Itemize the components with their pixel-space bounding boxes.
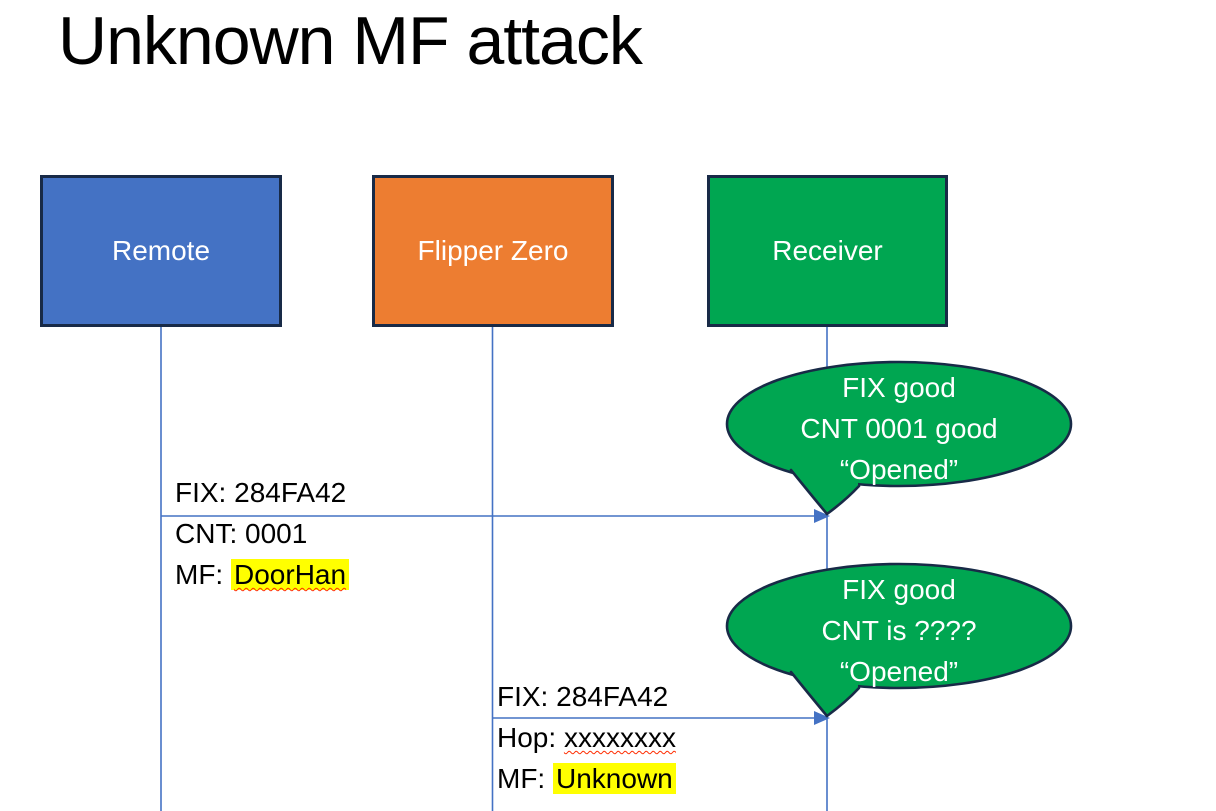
actor-box-flipper-zero: Flipper Zero <box>372 175 614 327</box>
message-text-prefix: MF: <box>497 763 553 794</box>
message-arrow-remote-to-receiver <box>161 509 830 523</box>
squiggle-underlined-term: xxxxxxxx <box>563 722 676 753</box>
callout-line: “Opened” <box>839 656 959 687</box>
callout-tail-edge <box>789 670 829 718</box>
message-line-mf: MF: DoorHan <box>175 554 350 595</box>
arrowhead-icon <box>814 711 830 725</box>
slide-title: Unknown MF attack <box>58 3 643 79</box>
arrowhead-icon <box>814 509 830 523</box>
callout-bubble-receiver-1 <box>725 360 1073 516</box>
message-text: FIX: 284FA42 <box>497 681 669 712</box>
actor-label: Receiver <box>772 235 883 266</box>
highlighted-term: Unknown <box>553 763 676 794</box>
callout-tail <box>792 658 858 716</box>
message-arrow-flipper-to-receiver <box>493 711 830 725</box>
callout-ellipse <box>725 360 1073 488</box>
actor-box-receiver: Receiver <box>707 175 948 327</box>
highlighted-term: DoorHan <box>231 559 350 590</box>
callout-text-2: FIX good CNT is ???? “Opened” <box>744 569 1054 692</box>
message-line-fix: FIX: 284FA42 <box>175 472 349 513</box>
message-text: CNT: 0001 <box>175 518 308 549</box>
message-line-cnt: CNT: 0001 <box>175 513 349 554</box>
actor-label: Flipper Zero <box>417 235 569 266</box>
callout-bubble-receiver-2 <box>725 562 1073 718</box>
callout-line: “Opened” <box>839 454 959 485</box>
callout-tail-edge <box>789 468 829 516</box>
message-line-mf: MF: Unknown <box>497 758 676 799</box>
message-text-prefix: MF: <box>175 559 231 590</box>
message-text: FIX: 284FA42 <box>175 477 347 508</box>
actor-box-remote: Remote <box>40 175 282 327</box>
callout-line: FIX good <box>842 372 956 403</box>
callout-line: FIX good <box>842 574 956 605</box>
message-line-fix: FIX: 284FA42 <box>497 676 676 717</box>
callout-line: CNT 0001 good <box>800 413 998 444</box>
callout-text-1: FIX good CNT 0001 good “Opened” <box>744 367 1054 490</box>
message-label-flipper-to-receiver: FIX: 284FA42 Hop: xxxxxxxx MF: Unknown <box>497 676 676 799</box>
message-label-remote-to-receiver: FIX: 284FA42 CNT: 0001 MF: DoorHan <box>175 472 350 595</box>
callout-tail-edge <box>825 484 861 516</box>
message-text-prefix: Hop: <box>497 722 564 753</box>
callout-ellipse <box>725 562 1073 690</box>
message-line-hop: Hop: xxxxxxxx <box>497 717 676 758</box>
callout-tail-edge <box>825 686 861 718</box>
actor-label: Remote <box>111 235 211 266</box>
callout-tail <box>792 456 858 514</box>
callout-line: CNT is ???? <box>821 615 977 646</box>
